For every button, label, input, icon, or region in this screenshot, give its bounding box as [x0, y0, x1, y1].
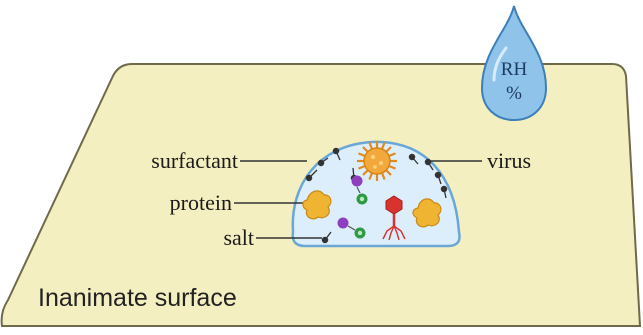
surfactant-label: surfactant — [151, 148, 238, 173]
rh-drop-icon — [480, 5, 548, 122]
rh-label-line2: % — [506, 83, 522, 104]
salt-icon — [337, 175, 368, 239]
rh-drop-highlight — [492, 46, 508, 82]
surface-label: Inanimate surface — [38, 284, 237, 312]
protein-icon — [302, 190, 442, 228]
protein-label: protein — [169, 190, 232, 215]
virus-label: virus — [487, 148, 531, 173]
phage-icon — [382, 195, 406, 241]
rh-label: RH % — [492, 58, 536, 106]
virus-icon — [357, 141, 397, 181]
salt-label: salt — [223, 225, 254, 250]
rh-label-line1: RH — [500, 59, 528, 80]
